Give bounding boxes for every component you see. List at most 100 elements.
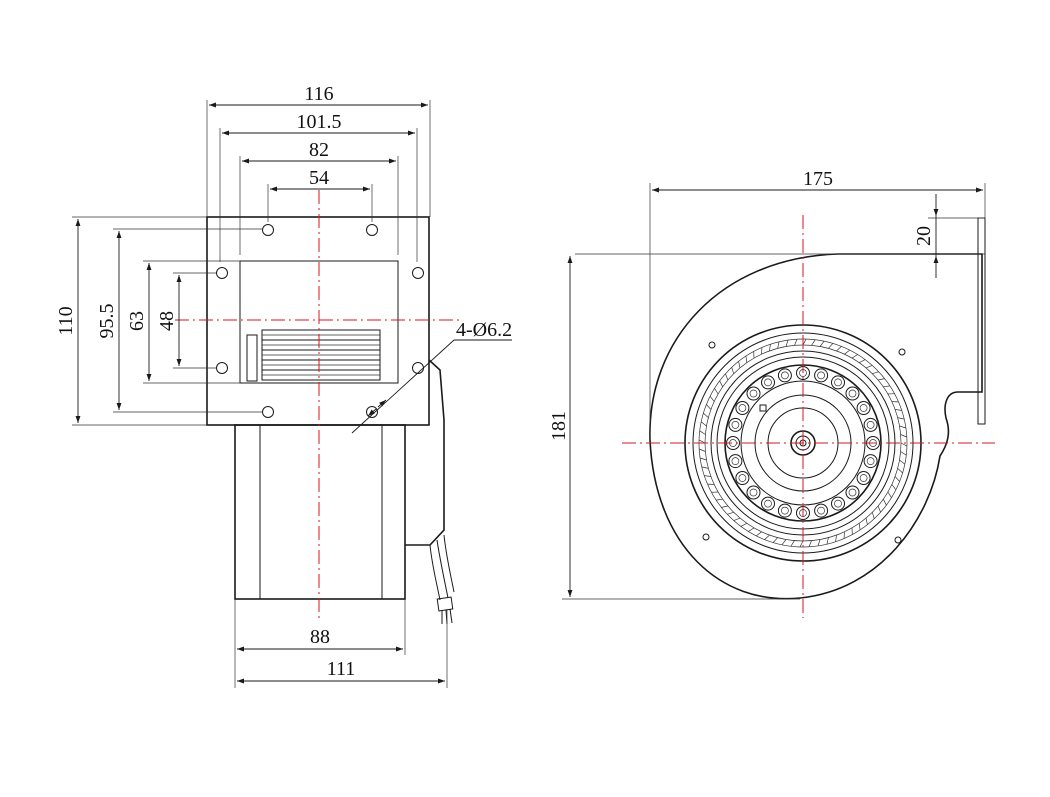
dim-95-5-label: 95.5	[96, 304, 118, 339]
rotor-hole-inner	[859, 474, 868, 482]
impeller-blade	[725, 373, 729, 381]
impeller-blade	[899, 459, 906, 465]
hole-upper-right	[412, 267, 424, 279]
dim-116: 116	[209, 83, 428, 108]
hole-lower-right	[412, 362, 424, 374]
dim-175-label: 175	[803, 168, 833, 190]
impeller-blade	[709, 395, 715, 402]
side-view: 175 20 181	[548, 168, 995, 618]
impeller-blade	[826, 537, 829, 545]
impeller-blades	[698, 338, 908, 548]
rotor-hole-inner	[817, 371, 825, 380]
rotor-hole-inner	[731, 421, 740, 429]
impeller-blade	[835, 535, 837, 542]
impeller-blade	[799, 540, 804, 548]
hole-bottom-left	[262, 406, 274, 418]
impeller-blade	[719, 380, 724, 387]
rotor-hole	[777, 503, 792, 518]
impeller-blade	[877, 505, 881, 513]
hole-callout: 4-Ø6.2	[351, 319, 512, 434]
rotor-hole	[856, 471, 871, 485]
dim-20: 20	[913, 194, 939, 278]
impeller-blade	[699, 457, 707, 461]
dim-110: 110	[55, 219, 81, 423]
rotor-hole	[814, 368, 829, 383]
rotor-holes	[726, 366, 880, 520]
dim-95-5: 95.5	[96, 231, 122, 410]
dim-63-label: 63	[126, 311, 148, 331]
rotor-hole-inner	[749, 488, 758, 497]
hole-callout-label: 4-Ø6.2	[456, 319, 512, 341]
impeller-blade	[872, 371, 879, 375]
impeller-blade	[748, 527, 755, 532]
impeller-blade	[897, 468, 903, 474]
impeller-blade	[882, 499, 887, 506]
impeller-blade	[819, 340, 825, 347]
dim-111: 111	[237, 658, 445, 684]
front-view: 116 101.5 82 54 110 95.5	[55, 83, 512, 688]
outlet-grille	[246, 329, 381, 382]
rotor-hole-inner	[817, 506, 825, 515]
impeller-blade	[802, 338, 807, 346]
impeller-blade	[865, 518, 868, 525]
dim-116-label: 116	[304, 83, 333, 105]
impeller-blade	[883, 385, 890, 388]
rotor-hole	[746, 386, 761, 401]
rotor-hole-inner	[848, 389, 857, 398]
impeller-blade	[811, 339, 816, 346]
hole-top-right	[366, 224, 378, 236]
rotor-hole-inner	[738, 404, 747, 412]
dim-48: 48	[156, 275, 182, 366]
impeller-blade	[785, 339, 789, 347]
dim-111-label: 111	[327, 658, 356, 680]
impeller-blade	[859, 359, 866, 364]
rotor-hole-inner	[866, 421, 875, 429]
impeller-blade	[895, 409, 902, 411]
dim-48-label: 48	[156, 311, 178, 331]
impeller-blade	[808, 540, 812, 547]
rotor-hole	[761, 496, 775, 511]
volute-housing	[649, 253, 983, 600]
rotor-hole	[735, 471, 750, 485]
impeller-blade	[865, 365, 873, 369]
rotor-hole-inner	[866, 457, 875, 465]
impeller-blade	[878, 378, 885, 381]
rotor-hole-inner	[781, 371, 789, 380]
impeller-blade	[745, 356, 748, 363]
rotor-hole-inner	[764, 499, 772, 508]
dim-181: 181	[548, 256, 573, 597]
rotor-hole-inner	[738, 474, 747, 482]
impeller-blade	[731, 367, 735, 374]
impeller-blade	[899, 425, 907, 429]
impeller-blade	[817, 539, 821, 547]
dim-110-label: 110	[55, 306, 77, 335]
rotor-hole	[831, 496, 845, 511]
impeller-blade	[703, 412, 709, 418]
rotor-hole-inner	[834, 499, 842, 508]
impeller-blade	[699, 448, 706, 452]
dim-63: 63	[126, 263, 152, 381]
rotor-hole	[863, 454, 878, 469]
impeller-blade	[900, 442, 908, 447]
hole-upper-left	[216, 267, 228, 279]
impeller-blade	[900, 451, 907, 456]
impeller-blade	[777, 341, 780, 349]
rotor-hole-inner	[781, 506, 789, 515]
impeller-blade	[755, 531, 762, 537]
rotor-hole-inner	[731, 457, 740, 465]
dim-54: 54	[270, 167, 370, 192]
mounting-holes	[216, 224, 424, 418]
rotor-hole-inner	[859, 404, 868, 412]
rotor-hole-inner	[834, 378, 842, 387]
impeller-blade	[836, 346, 842, 352]
impeller-blade	[794, 339, 798, 346]
rotor-hole	[831, 375, 845, 390]
impeller-blade	[716, 498, 723, 501]
dim-20-label: 20	[913, 226, 935, 246]
impeller-blade	[900, 434, 907, 438]
impeller-blade	[698, 439, 706, 444]
rotor-hole-inner	[749, 389, 758, 398]
impeller-blade	[871, 512, 875, 519]
impeller-blade	[706, 404, 712, 410]
impeller-blade	[790, 540, 795, 547]
